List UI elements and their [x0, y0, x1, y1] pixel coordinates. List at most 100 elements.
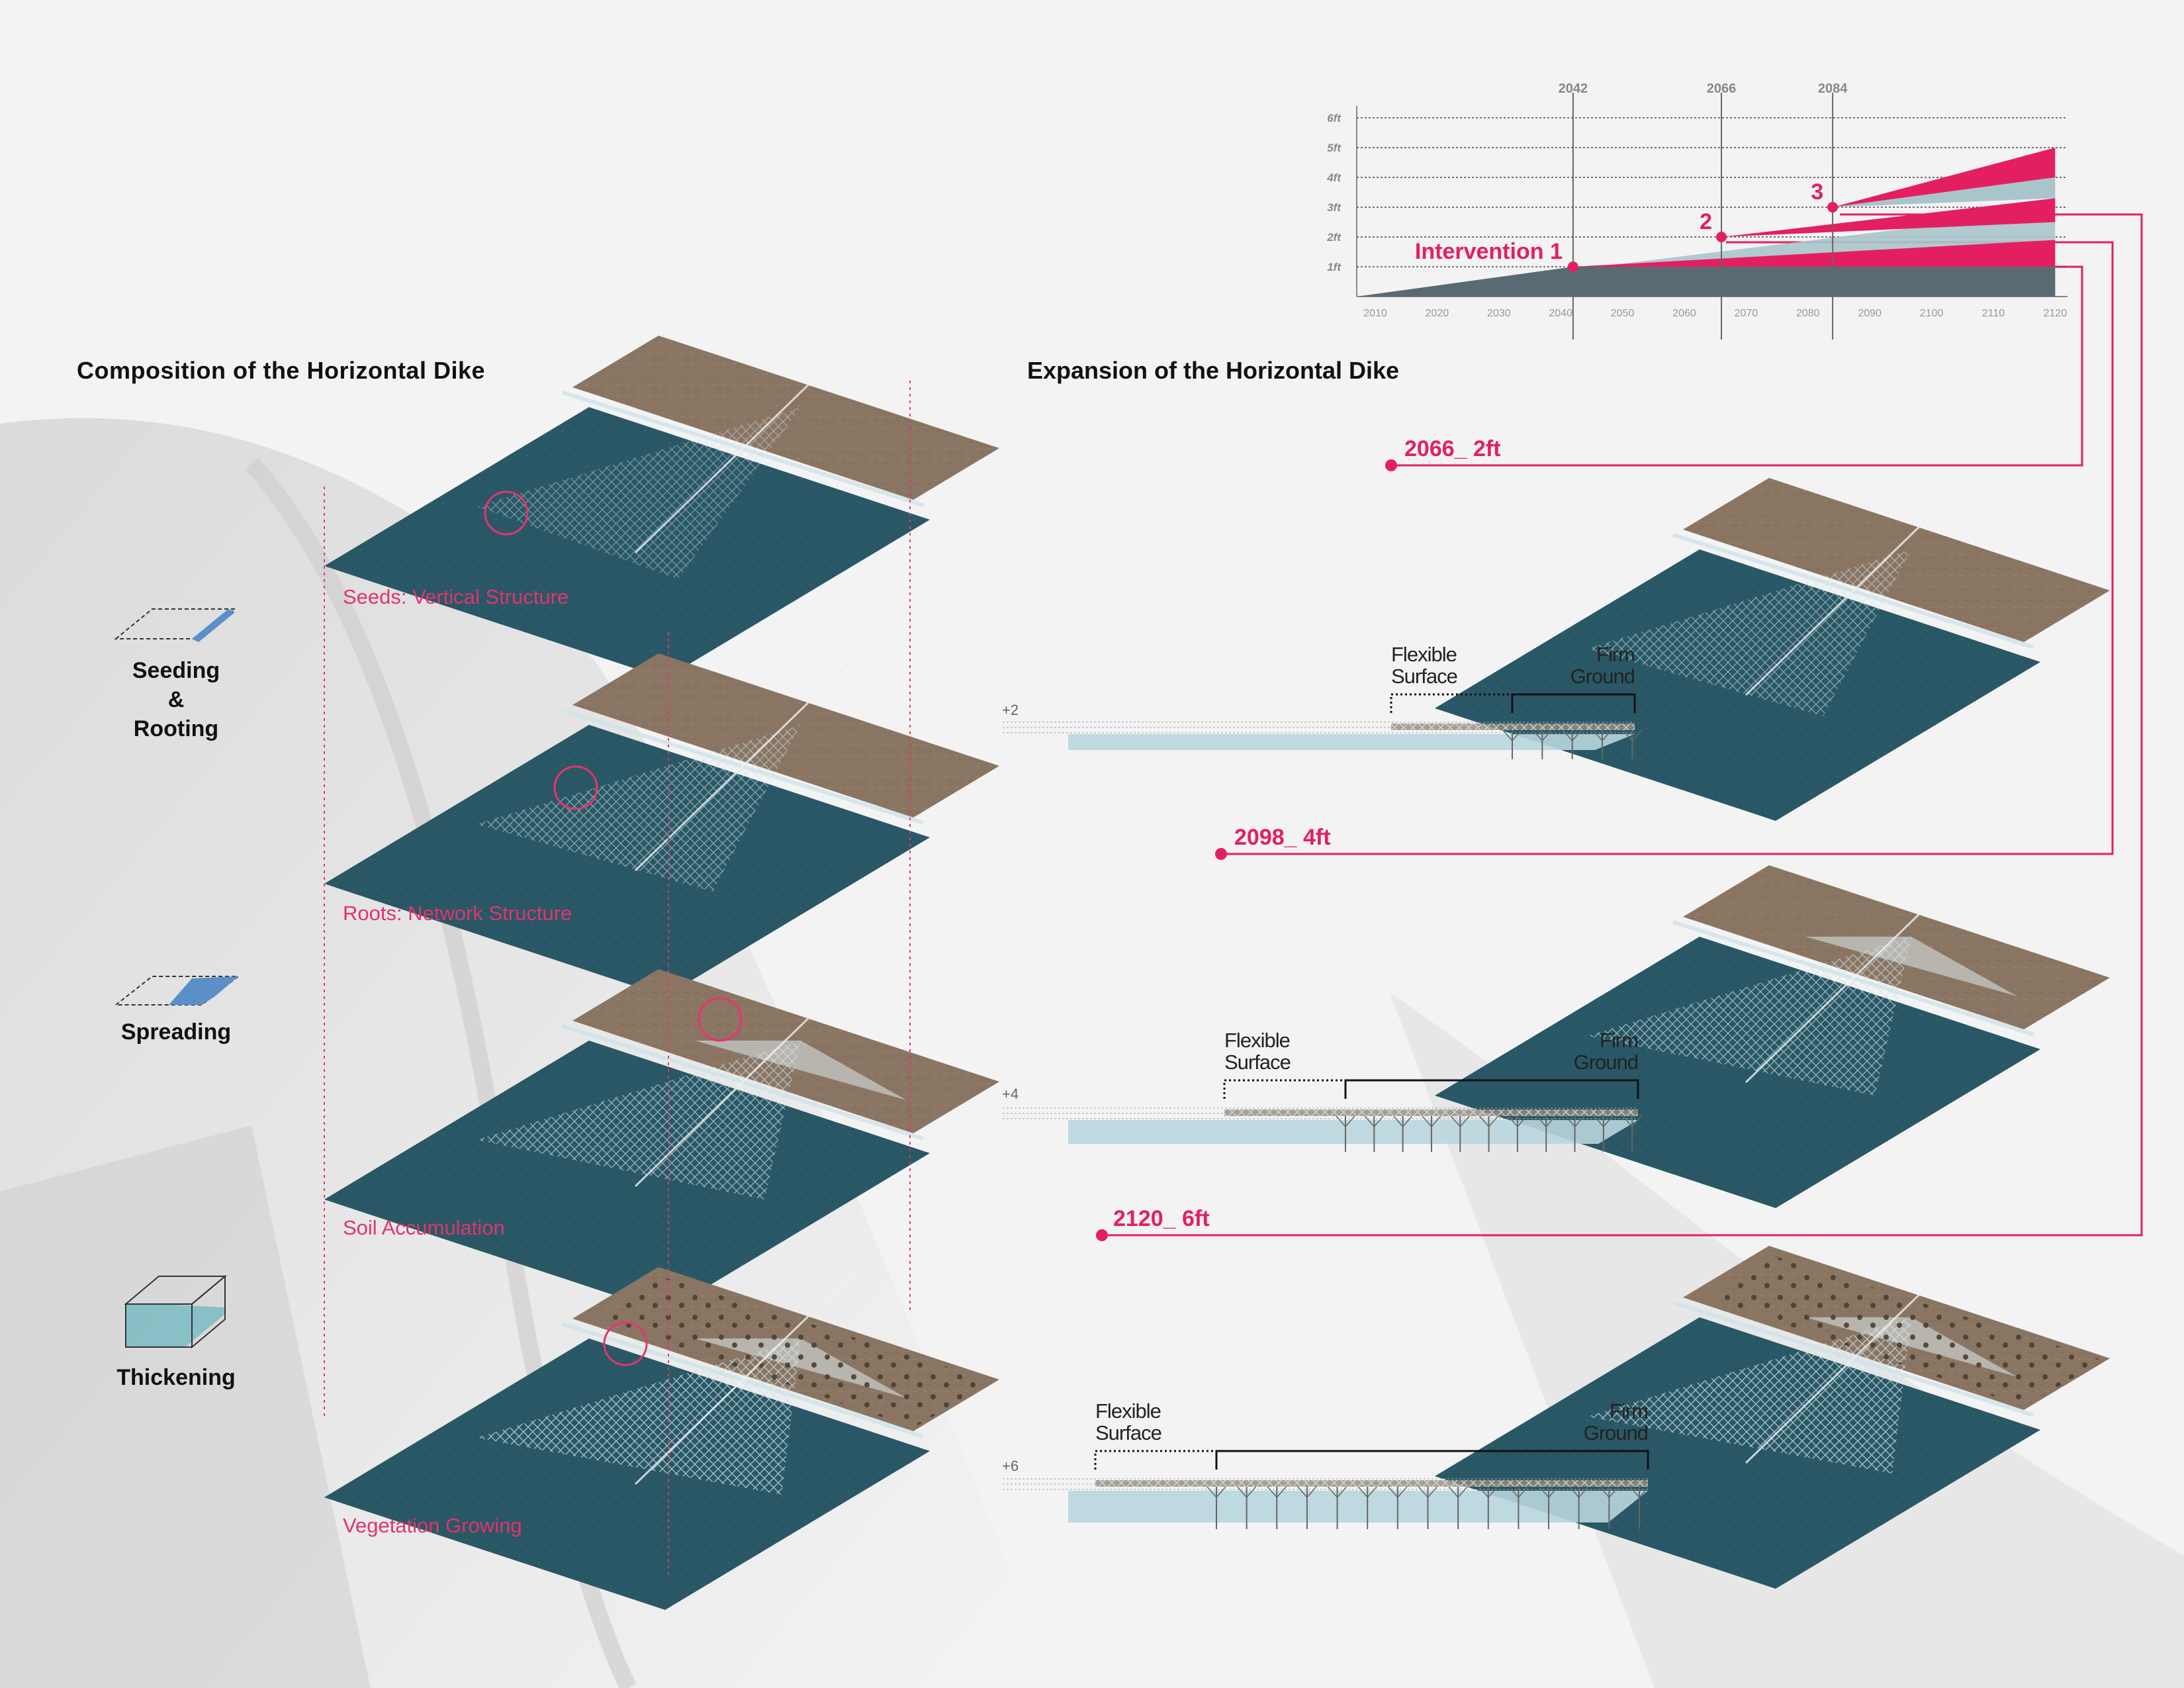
chart-point-label-3: 3	[1811, 179, 1823, 205]
chart-ytick-1ft: 1ft	[1327, 261, 1342, 273]
composition-layer-2	[324, 651, 999, 996]
expansion-layer-3-spine	[1745, 1243, 1972, 1464]
chart-xtick-2100: 2100	[1920, 308, 1944, 319]
layer-label-roots: Roots: Network Structure	[343, 902, 572, 925]
chart-xtick-2090: 2090	[1858, 308, 1882, 319]
section-level-1: +2	[1002, 702, 1019, 718]
section-water-2	[1068, 1120, 1638, 1144]
flexible-label-1-1: Surface	[1391, 665, 1457, 688]
composition-layer-3-spine	[634, 966, 862, 1188]
section-water-1	[1068, 734, 1635, 750]
chart-xtick-2020: 2020	[1426, 308, 1449, 319]
expansion-layer-3-dike-structure	[1587, 1317, 1911, 1474]
chart-ytick-6ft: 6ft	[1327, 112, 1342, 124]
chart-ytick-3ft: 3ft	[1327, 201, 1342, 214]
seeding-rooting-icon	[114, 608, 237, 642]
expansion-sections: +2FlexibleSurfaceFirmGround+4FlexibleSur…	[1002, 643, 1649, 1529]
flexible-label-1-0: Flexible	[1391, 643, 1457, 666]
layer-label-soil: Soil Accumulation	[343, 1216, 505, 1239]
focus-circle-3	[698, 997, 743, 1042]
composition-layer-2-dike-structure	[477, 725, 801, 892]
firm-label-3-0: Firm	[1610, 1399, 1648, 1423]
step-thickening: Thickening	[116, 1365, 235, 1390]
chart-xtick-2120: 2120	[2044, 308, 2068, 319]
chart-year-label-2066: 2066	[1707, 81, 1737, 96]
chart-ytick-5ft: 5ft	[1327, 142, 1342, 154]
chart-wedge-3	[1833, 148, 2056, 207]
chart-ytick-2ft: 2ft	[1326, 231, 1342, 244]
firm-label-1-1: Ground	[1570, 665, 1635, 688]
firm-label-2-0: Firm	[1600, 1029, 1638, 1052]
expansion-label-2066: 2066_ 2ft	[1404, 436, 1501, 461]
firm-label-1-0: Firm	[1596, 643, 1635, 666]
focus-circle-2	[553, 765, 598, 810]
composition-layers	[324, 333, 999, 1610]
chart-xtick-2040: 2040	[1549, 308, 1572, 319]
chart-ytick-4ft: 4ft	[1326, 171, 1342, 184]
expansion-label-2098: 2098_ 4ft	[1234, 825, 1331, 850]
firm-label-2-1: Ground	[1574, 1051, 1638, 1074]
expansion-title: Expansion of the Horizontal Dike	[1027, 357, 1399, 384]
sea-level-rise-chart: 1ft 2ft 3ft 4ft 5ft 6ft 2042 2066 2084 2010 2020 20…	[1326, 81, 2068, 340]
focus-circle-4	[603, 1321, 648, 1366]
chart-wedge-1	[1572, 240, 2056, 267]
firm-bracket-1	[1511, 693, 1636, 713]
flexible-bracket-1	[1390, 693, 1512, 713]
chart-year-label-2084: 2084	[1818, 81, 1848, 96]
firm-bracket-3	[1215, 1450, 1649, 1470]
flexible-label-3-1: Surface	[1095, 1421, 1161, 1444]
chart-wedge-2	[1721, 198, 2056, 237]
step-spreading: Spreading	[121, 1019, 231, 1045]
section-level-2: +4	[1002, 1086, 1019, 1102]
chart-xtick-2070: 2070	[1735, 308, 1758, 319]
flexible-bracket-3	[1094, 1450, 1216, 1470]
expansion-layers	[1435, 475, 2110, 1589]
expansion-dots	[1096, 459, 1397, 1241]
step-rooting: Rooting	[134, 716, 218, 741]
chart-year-label-2042: 2042	[1559, 81, 1588, 96]
composition-title: Composition of the Horizontal Dike	[77, 357, 485, 384]
chart-point-2	[1716, 232, 1727, 242]
composition-layer-4-spine	[634, 1264, 862, 1485]
chart-point-label-2: 2	[1700, 209, 1712, 234]
firm-label-3-1: Ground	[1584, 1421, 1648, 1444]
composition-layer-3-accreted-soil	[695, 1041, 907, 1100]
chart-xtick-2030: 2030	[1487, 308, 1511, 319]
expansion-layer-2-spine	[1745, 863, 1972, 1084]
step-seeding: Seeding	[132, 658, 220, 683]
flexible-label-2-0: Flexible	[1224, 1029, 1290, 1052]
expansion-layer-1-dike-structure	[1587, 549, 1911, 716]
layer-label-seeds: Seeds: Vertical Structure	[343, 585, 569, 608]
composition-layer-1-spine	[634, 333, 862, 554]
composition-layer-1-dike-structure	[477, 407, 801, 579]
layer-label-vegetation: Vegetation Growing	[343, 1514, 522, 1537]
spreading-icon	[114, 976, 240, 1006]
section-level-3: +6	[1002, 1458, 1019, 1474]
composition-layer-4	[324, 1264, 999, 1610]
chart-point-3	[1827, 202, 1839, 212]
chart-area-current	[1357, 267, 2056, 297]
chart-xtick-2010: 2010	[1363, 308, 1387, 319]
chart-xtick-2110: 2110	[1982, 308, 2005, 319]
step-amp: &	[168, 687, 185, 712]
composition-layer-3-dike-structure	[477, 1041, 801, 1199]
firm-bracket-2	[1344, 1079, 1639, 1099]
expansion-layer-1	[1435, 475, 2110, 821]
composition-layer-4-vegetation	[596, 1276, 993, 1428]
expansion-layer-1-spine	[1745, 475, 1972, 696]
section-water-3	[1068, 1491, 1648, 1523]
flexible-bracket-2	[1223, 1079, 1345, 1099]
composition-layer-4-dike-structure	[477, 1338, 801, 1495]
composition-layer-3	[324, 966, 999, 1312]
thickening-icon	[124, 1274, 227, 1349]
expansion-label-2120: 2120_ 6ft	[1113, 1206, 1210, 1231]
chart-xtick-2060: 2060	[1672, 308, 1696, 319]
chart-point-1	[1567, 261, 1578, 272]
expansion-layer-3-vegetation	[1706, 1254, 2103, 1407]
composition-layer-1	[324, 333, 999, 679]
chart-point-label-1: Intervention 1	[1415, 239, 1563, 264]
chart-xtick-2080: 2080	[1796, 308, 1820, 319]
